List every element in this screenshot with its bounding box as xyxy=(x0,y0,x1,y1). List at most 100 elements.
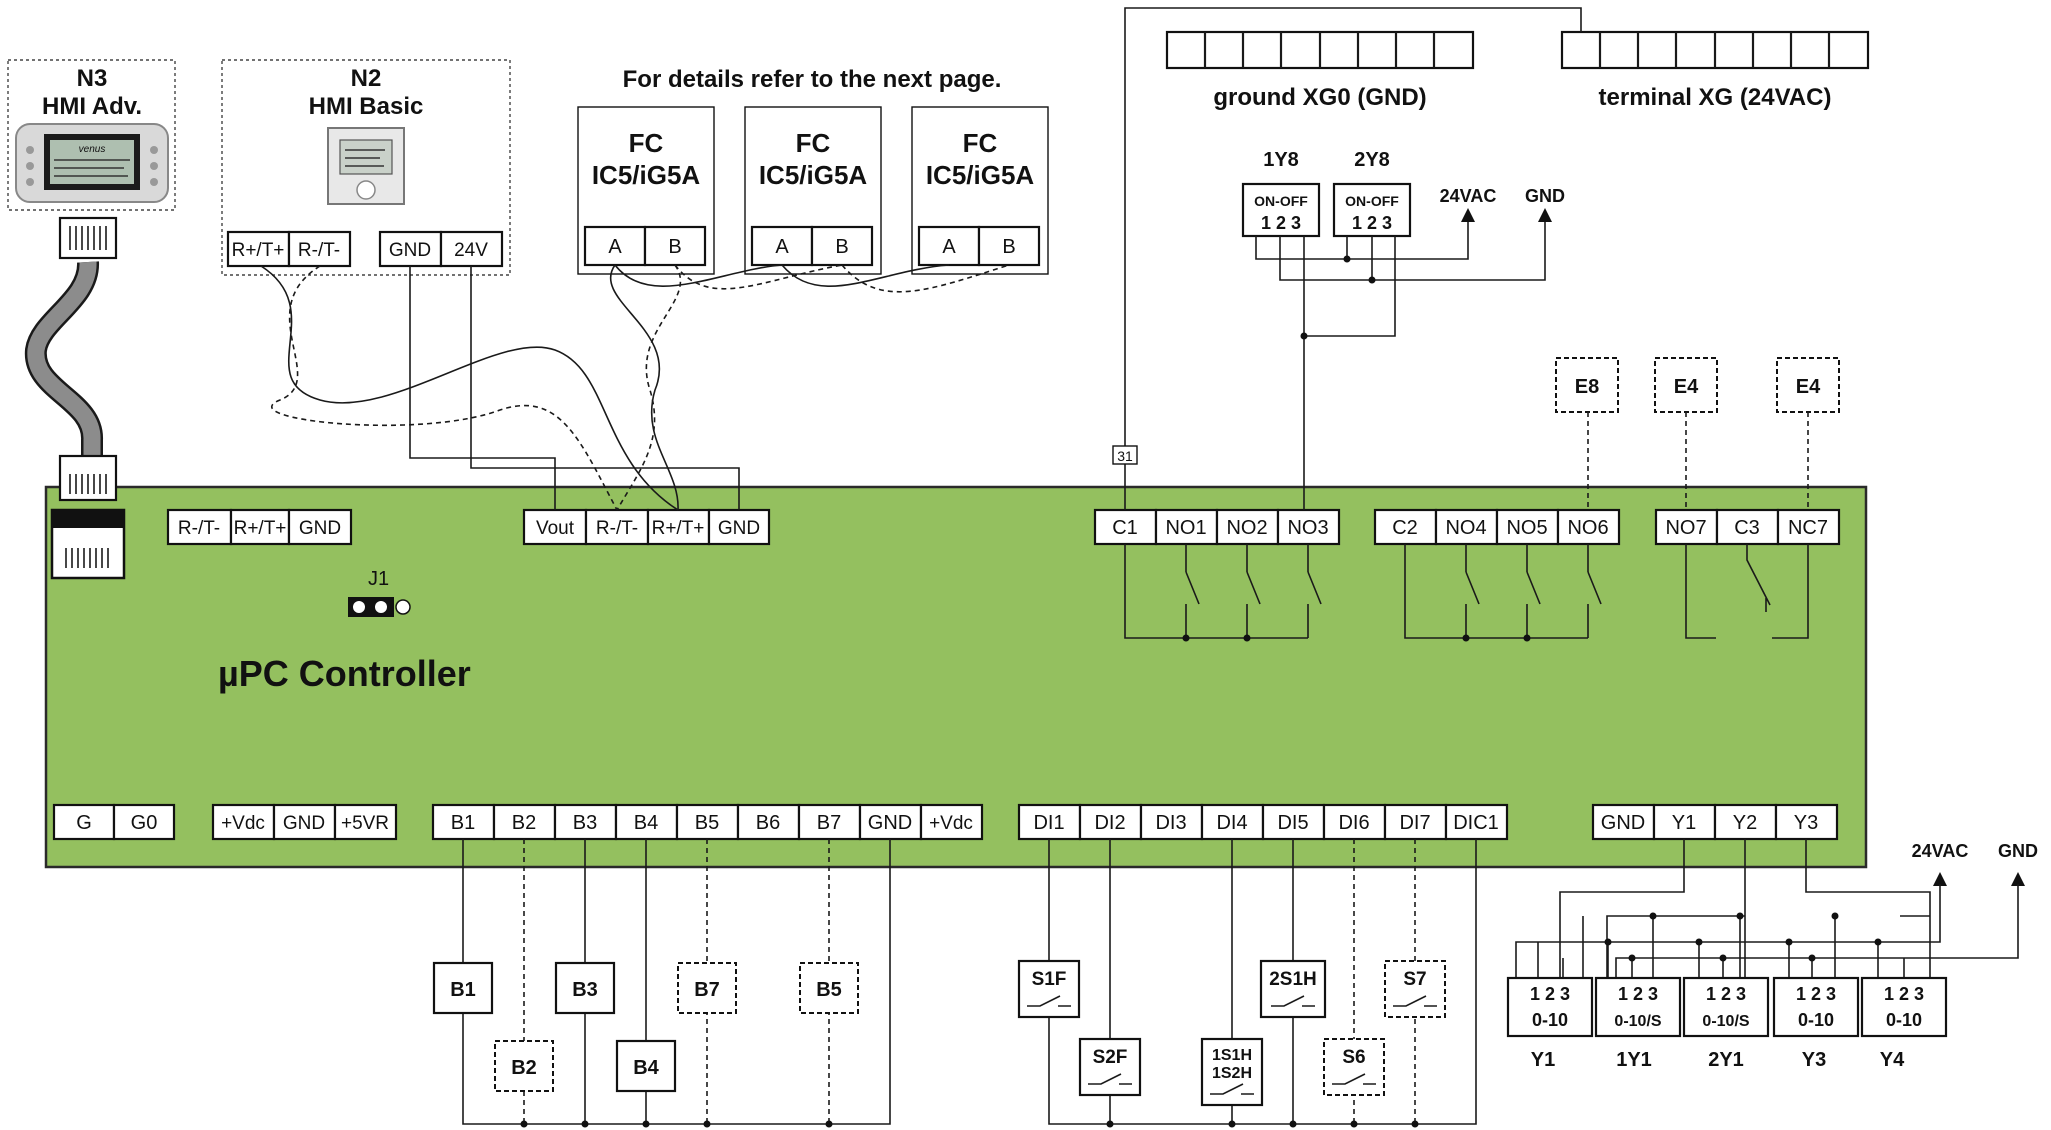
terminal-block-digital: DI1 DI2 DI3 DI4 DI5 DI6 DI7 DIC1 xyxy=(1017,803,1509,841)
supply-gnd-right: GND xyxy=(1998,841,2038,861)
switch-s6[interactable]: S6 xyxy=(1323,1038,1385,1096)
terminal-label: NO5 xyxy=(1506,517,1547,539)
terminal-label: +Vdc xyxy=(929,813,973,834)
actuator-name: 1Y1 xyxy=(1616,1049,1652,1071)
device-pins: 1 2 3 xyxy=(1261,213,1301,233)
terminal-y2[interactable] xyxy=(1713,803,1778,841)
terminal-no7[interactable] xyxy=(1654,508,1719,546)
terminal-block-bus1: R-/T- R+/T+ GND xyxy=(166,508,353,546)
terminal-b6[interactable] xyxy=(736,803,801,841)
hmi-basic-name: HMI Basic xyxy=(309,93,424,120)
terminal-gnd[interactable] xyxy=(1591,803,1656,841)
xg-label: terminal XG (24VAC) xyxy=(1599,84,1832,111)
terminal-block-power: G G0 xyxy=(52,803,176,841)
device-mode: ON-OFF xyxy=(1345,193,1399,209)
sensor-b7[interactable]: B7 xyxy=(677,962,737,1014)
terminal-label: NO1 xyxy=(1165,517,1206,539)
fc-model: IC5/iG5A xyxy=(759,160,868,190)
terminal-g0[interactable] xyxy=(112,803,176,841)
terminal-5vr[interactable] xyxy=(333,803,398,841)
fc-title: FC xyxy=(629,128,664,158)
onoff-1y8-box[interactable] xyxy=(1241,182,1321,238)
onoff-2y8-box[interactable] xyxy=(1332,182,1412,238)
terminal-no6[interactable] xyxy=(1556,508,1621,546)
terminal-label: R+/T+ xyxy=(232,240,285,261)
terminal-dic1[interactable] xyxy=(1444,803,1509,841)
terminal-gnd[interactable] xyxy=(378,230,443,268)
hmi-basic-device[interactable] xyxy=(327,127,405,205)
actuator-pins: 1 2 3 xyxy=(1618,984,1658,1004)
terminal-c2[interactable] xyxy=(1373,508,1438,546)
terminal-label: B4 xyxy=(634,812,658,834)
terminal-label: B5 xyxy=(695,812,719,834)
terminal-di3[interactable] xyxy=(1139,803,1204,841)
actuator-y3[interactable]: 1 2 3 0-10 Y3 xyxy=(1772,976,1860,1071)
terminal-label: NO2 xyxy=(1226,517,1267,539)
hmi-adv-device[interactable]: venus xyxy=(15,123,169,203)
switch-s1f[interactable]: S1F xyxy=(1017,959,1081,1019)
fc-title: FC xyxy=(796,128,831,158)
supply-gnd-top: GND xyxy=(1525,186,1565,206)
actuator-y4[interactable]: 1 2 3 0-10 Y4 xyxy=(1860,976,1948,1071)
actuator-2y1[interactable]: 1 2 3 0-10/S 2Y1 xyxy=(1682,976,1770,1071)
terminal-strip-xg: terminal XG (24VAC) xyxy=(1560,30,1870,111)
sensor-label: B5 xyxy=(816,979,842,1001)
xg0-label: ground XG0 (GND) xyxy=(1213,84,1426,111)
switch-2s1h[interactable]: 2S1H xyxy=(1259,959,1327,1019)
terminal-r-minus[interactable] xyxy=(287,230,352,268)
terminal-label: NO3 xyxy=(1287,517,1328,539)
terminal-vdc[interactable] xyxy=(919,803,984,841)
sensor-b2[interactable]: B2 xyxy=(494,1040,554,1092)
output-e8: E8 xyxy=(1555,357,1619,510)
sensor-b5[interactable]: B5 xyxy=(799,962,859,1014)
terminal-label: B7 xyxy=(817,812,841,834)
sensor-label: B7 xyxy=(694,979,720,1001)
switch-wiring xyxy=(1048,839,1477,1128)
sensor-b3[interactable]: B3 xyxy=(554,961,616,1015)
terminal-vout[interactable] xyxy=(522,508,588,546)
hmi-adv-name: HMI Adv. xyxy=(42,93,142,120)
terminal-label: NO4 xyxy=(1445,517,1486,539)
terminal-no4[interactable] xyxy=(1434,508,1499,546)
terminal-label: DI3 xyxy=(1155,812,1186,834)
actuator-wiring xyxy=(1515,839,2025,978)
fc-title: FC xyxy=(963,128,998,158)
fc-terminal-b[interactable] xyxy=(810,225,874,267)
sensor-b1[interactable]: B1 xyxy=(432,961,494,1015)
switch-label: S7 xyxy=(1403,969,1426,990)
fc-terminal-b[interactable] xyxy=(643,225,707,267)
terminal-label: DI7 xyxy=(1399,812,1430,834)
actuator-range: 0-10 xyxy=(1532,1010,1568,1030)
terminal-block-relay1: C1 NO1 NO2 NO3 xyxy=(1093,508,1341,546)
device-pins: 1 2 3 xyxy=(1352,213,1392,233)
terminal-gnd[interactable] xyxy=(707,508,771,546)
hmi-basic: N2 HMI Basic R+/T+ R-/T- GND 24V xyxy=(221,59,511,276)
device-label: 1Y8 xyxy=(1263,149,1299,171)
sensor-b4[interactable]: B4 xyxy=(615,1039,677,1093)
terminal-di7[interactable] xyxy=(1383,803,1448,841)
jumper-j1[interactable] xyxy=(348,597,411,617)
switch-s2f[interactable]: S2F xyxy=(1078,1037,1142,1097)
terminal-label: Y3 xyxy=(1794,812,1818,834)
fc-model: IC5/iG5A xyxy=(592,160,701,190)
terminal-no3[interactable] xyxy=(1276,508,1341,546)
terminal-gnd[interactable] xyxy=(287,508,353,546)
hmi-advanced: N3 HMI Adv. venus xyxy=(7,59,176,211)
terminal-r-minus[interactable] xyxy=(584,508,650,546)
terminal-di2[interactable] xyxy=(1078,803,1143,841)
terminal-no1[interactable] xyxy=(1154,508,1219,546)
actuator-y1[interactable]: 1 2 3 0-10 Y1 xyxy=(1506,976,1594,1071)
switch-label: 1S1H xyxy=(1212,1047,1252,1064)
terminal-block-bus2: Vout R-/T- R+/T+ GND xyxy=(522,508,771,546)
rj-cable xyxy=(24,216,118,502)
terminal-b7[interactable] xyxy=(797,803,862,841)
fc-terminal-b[interactable] xyxy=(977,225,1041,267)
terminal-strip-xg0: ground XG0 (GND) xyxy=(1165,30,1475,111)
sensor-label: B3 xyxy=(572,979,598,1001)
switch-s7[interactable]: S7 xyxy=(1384,960,1446,1018)
terminal-vdc[interactable] xyxy=(211,803,276,841)
details-note: For details refer to the next page. xyxy=(623,66,1002,93)
actuator-1y1[interactable]: 1 2 3 0-10/S 1Y1 xyxy=(1594,976,1682,1071)
switch-1s1h[interactable]: 1S1H 1S2H xyxy=(1200,1037,1264,1107)
terminal-label: DIC1 xyxy=(1453,812,1499,834)
